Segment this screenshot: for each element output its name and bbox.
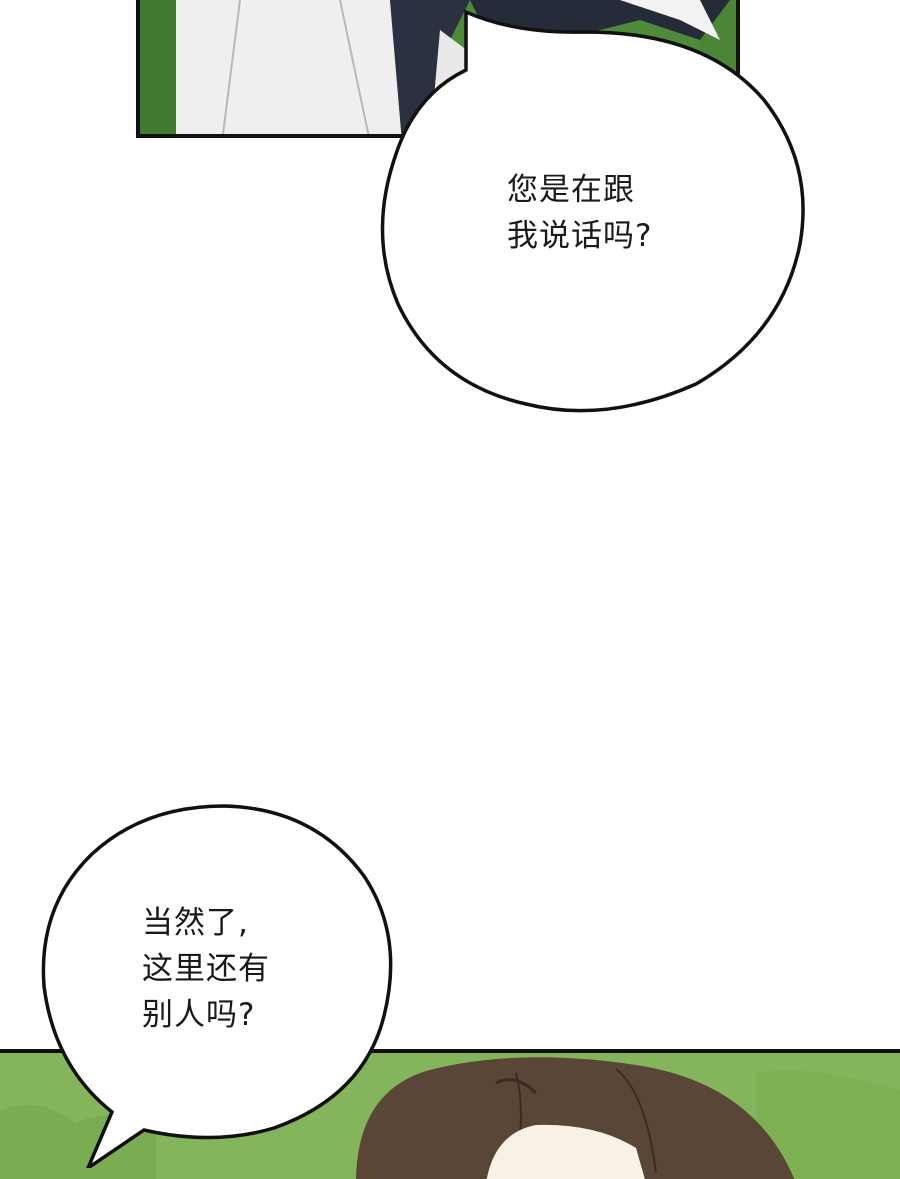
speech-bubble-top [380,9,805,413]
speech-line: 您是在跟 [507,172,635,208]
speech-text-bottom: 当然了, 这里还有 别人吗? [142,900,270,1038]
top-panel-artwork [136,0,740,138]
speech-line: 别人吗? [142,997,256,1033]
speech-text-top: 您是在跟 我说话吗? [507,167,652,259]
speech-line: 这里还有 [142,951,270,987]
speech-line: 当然了, [142,905,249,941]
speech-line: 我说话吗? [507,218,653,254]
speech-bubble-bottom [41,804,393,1168]
robed-figure-illustration [140,0,736,134]
